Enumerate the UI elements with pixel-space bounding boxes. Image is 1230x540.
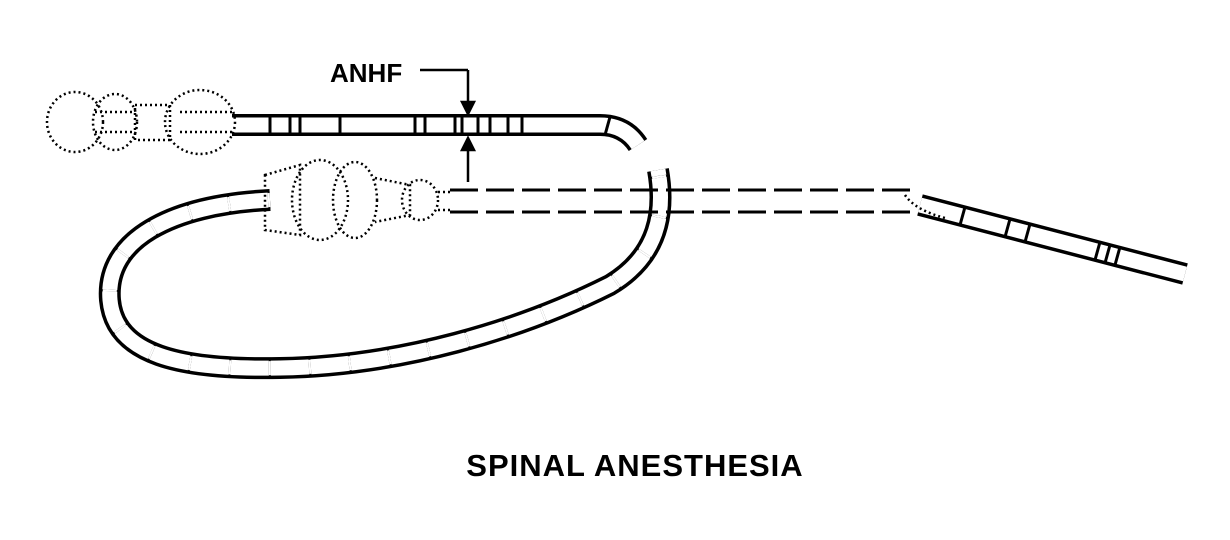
diagram-title: SPINAL ANESTHESIA bbox=[466, 448, 804, 483]
anhf-callout-label: ANHF bbox=[330, 58, 403, 88]
needle-tube bbox=[903, 194, 1188, 285]
loop-tube bbox=[98, 168, 672, 380]
anhf-dimension-arrows bbox=[420, 68, 477, 182]
hidden-tube bbox=[450, 188, 915, 214]
upper-hub bbox=[45, 88, 237, 156]
lower-hub bbox=[263, 158, 450, 242]
upper-tube bbox=[232, 114, 648, 152]
